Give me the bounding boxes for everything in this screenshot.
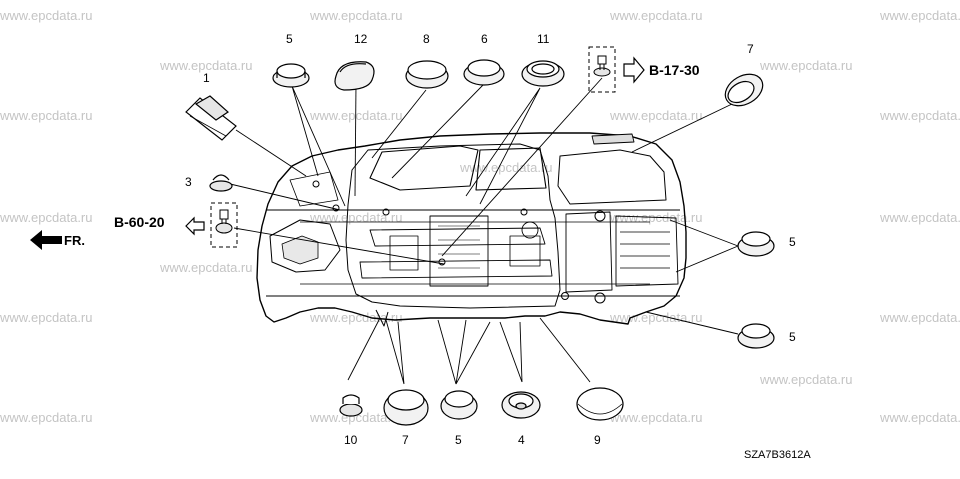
part-number-11: 11 [537, 32, 550, 46]
watermark: www.epcdata.ru [880, 8, 960, 23]
part-number-7-top: 7 [747, 42, 754, 56]
cap-part-9 [576, 387, 624, 421]
part-number-1: 1 [203, 71, 210, 85]
section-reference-b-60-20[interactable]: B-60-20 [114, 214, 165, 230]
part-number-7-bottom: 7 [402, 433, 409, 447]
ref-arrow-left-icon [185, 216, 205, 236]
bolt-box-b-17-30 [588, 46, 616, 93]
part-number-6: 6 [481, 32, 488, 46]
front-direction-arrow-icon [30, 230, 62, 250]
car-underbody [256, 132, 687, 327]
part-number-10: 10 [344, 433, 358, 447]
part-number-3: 3 [185, 175, 192, 189]
part-number-5-right-b: 5 [789, 330, 796, 344]
watermark: www.epcdata.ru [310, 8, 403, 23]
watermark: www.epcdata.ru [310, 108, 403, 123]
watermark: www.epcdata.ru [310, 410, 403, 425]
ring-part-7-top [724, 73, 764, 107]
grommet-part-8 [405, 60, 449, 89]
section-reference-b-17-30[interactable]: B-17-30 [649, 62, 700, 78]
part-number-5-right-a: 5 [789, 235, 796, 249]
grommet-part-5-right-b [737, 323, 775, 349]
plug-part-3 [209, 174, 233, 192]
watermark: www.epcdata.ru [760, 372, 853, 387]
watermark: www.epcdata.ru [880, 310, 960, 325]
ref-arrow-right-icon [623, 56, 645, 84]
clip-part-1 [185, 95, 237, 141]
grommet-part-5-bottom [440, 390, 478, 420]
grommet-part-4 [501, 391, 541, 419]
watermark: www.epcdata.ru [160, 260, 253, 275]
grommet-part-5-top [272, 63, 310, 88]
watermark: www.epcdata.ru [880, 410, 960, 425]
part-number-5-top: 5 [286, 32, 293, 46]
watermark: www.epcdata.ru [0, 108, 93, 123]
watermark: www.epcdata.ru [760, 58, 853, 73]
plug-part-10 [339, 394, 363, 417]
leader-lines [225, 77, 739, 385]
watermark: www.epcdata.ru [610, 108, 703, 123]
part-number-5-bottom: 5 [455, 433, 462, 447]
part-number-12: 12 [354, 32, 368, 46]
front-direction-label: FR. [64, 233, 85, 248]
watermark: www.epcdata.ru [0, 410, 93, 425]
diagram-code: SZA7B3612A [744, 449, 811, 461]
grommet-part-11 [521, 60, 565, 87]
part-number-8: 8 [423, 32, 430, 46]
watermark: www.epcdata.ru [160, 58, 253, 73]
watermark: www.epcdata.ru [880, 108, 960, 123]
grommet-part-12 [334, 61, 375, 91]
grommet-part-7-bottom [383, 389, 429, 426]
watermark: www.epcdata.ru [610, 8, 703, 23]
part-number-9: 9 [594, 433, 601, 447]
watermark: www.epcdata.ru [310, 310, 403, 325]
watermark: www.epcdata.ru [880, 210, 960, 225]
part-number-4: 4 [518, 433, 525, 447]
watermark: www.epcdata.ru [610, 310, 703, 325]
watermark: www.epcdata.ru [310, 210, 403, 225]
watermark: www.epcdata.ru [610, 410, 703, 425]
watermark: www.epcdata.ru [0, 8, 93, 23]
watermark: www.epcdata.ru [0, 210, 93, 225]
grommet-part-5-right-a [737, 231, 775, 257]
watermark: www.epcdata.ru [0, 310, 93, 325]
bolt-box-b-60-20 [210, 202, 238, 248]
grommet-part-6 [463, 59, 505, 86]
